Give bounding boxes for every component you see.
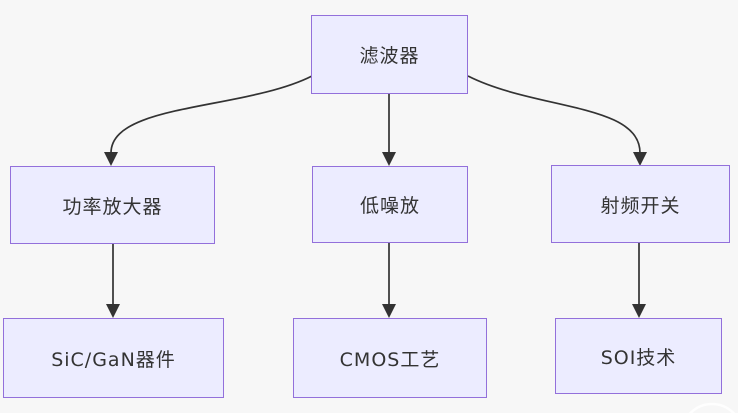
- node-rf-switch-label: 射频开关: [600, 194, 681, 217]
- node-soi-technology: SOI技术: [555, 318, 722, 394]
- edge-filter-to-pa-arrowhead-icon: [104, 152, 118, 166]
- node-sic-gan-devices: SiC/GaN器件: [3, 318, 224, 398]
- edge-lna-to-cmos-arrowhead-icon: [382, 304, 396, 318]
- node-soi-technology-label: SOI技术: [600, 346, 677, 369]
- node-cmos-process: CMOS工艺: [293, 318, 487, 398]
- node-sic-gan-devices-label: SiC/GaN器件: [51, 348, 176, 371]
- node-power-amplifier: 功率放大器: [10, 166, 215, 244]
- node-power-amplifier-label: 功率放大器: [62, 195, 163, 218]
- edge-filter-to-rfswitch-arrowhead-icon: [633, 152, 647, 166]
- node-filter: 滤波器: [311, 15, 468, 94]
- node-filter-label: 滤波器: [359, 45, 420, 67]
- edge-rfswitch-to-soi-arrowhead-icon: [632, 304, 646, 318]
- node-low-noise-amplifier-label: 低噪放: [359, 195, 420, 217]
- node-rf-switch: 射频开关: [551, 165, 730, 243]
- node-low-noise-amplifier: 低噪放: [312, 166, 468, 243]
- node-cmos-process-label: CMOS工艺: [339, 348, 441, 371]
- edge-filter-to-pa: [110, 75, 313, 154]
- edge-filter-to-rfswitch: [467, 75, 641, 154]
- edge-filter-to-lna-arrowhead-icon: [382, 152, 396, 166]
- edge-pa-to-sicgan-arrowhead-icon: [106, 304, 120, 318]
- watermark-circle-icon: [688, 402, 736, 413]
